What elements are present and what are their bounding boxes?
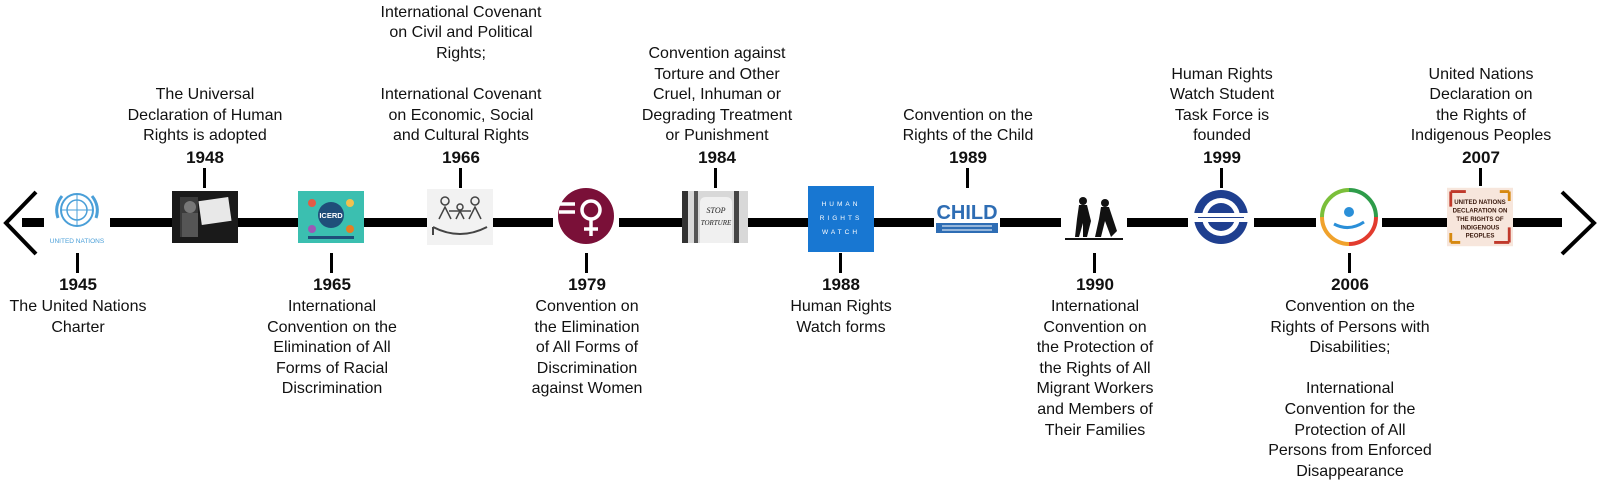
svg-text:UNITED NATIONS: UNITED NATIONS — [50, 238, 105, 245]
event-description: International Convention on the Eliminat… — [267, 298, 397, 398]
svg-text:STOP: STOP — [707, 206, 726, 215]
event-description: The United Nations Charter — [9, 298, 147, 336]
arrow-left-icon — [0, 188, 44, 258]
event-1966: International Covenant on Civil and Poli… — [361, 3, 561, 168]
event-description: Convention on the Elimination of All For… — [531, 298, 643, 398]
tick-1989 — [966, 168, 969, 190]
photo-woman-reading-icon — [172, 188, 238, 246]
event-year: 1984 — [698, 148, 736, 167]
event-2007: United Nations Declaration on the Rights… — [1381, 65, 1581, 168]
event-year: 1948 — [186, 148, 224, 167]
event-description: International Convention on the Protecti… — [1036, 298, 1154, 439]
icerd-logo-icon: ICERD — [298, 188, 364, 246]
family-in-hand-icon — [427, 188, 493, 246]
tick-1988 — [839, 253, 842, 273]
tick-1966 — [459, 168, 462, 190]
arrow-right-icon — [1556, 188, 1600, 258]
undrip-logo-icon: UNITED NATIONS DECLARATION ON THE RIGHTS… — [1447, 186, 1513, 248]
svg-text:TORTURE: TORTURE — [701, 219, 732, 227]
event-description: Convention on the Rights of Persons with… — [1268, 298, 1432, 480]
svg-text:THE RIGHTS OF: THE RIGHTS OF — [1456, 216, 1503, 223]
event-description: Convention on the Rights of the Child — [902, 106, 1034, 145]
tick-1965 — [330, 253, 333, 273]
hrw-student-task-force-badge-icon — [1188, 188, 1254, 246]
event-year: 1990 — [1076, 275, 1114, 294]
svg-text:INDIGENOUS: INDIGENOUS — [1461, 224, 1500, 231]
timeline-axis — [22, 218, 1562, 227]
event-1984: Convention against Torture and Other Cru… — [617, 44, 817, 168]
event-year: 2006 — [1331, 275, 1369, 294]
svg-text:PEOPLES: PEOPLES — [1466, 233, 1495, 240]
event-1979: 1979 Convention on the Elimination of Al… — [487, 275, 687, 400]
tick-1984 — [714, 168, 717, 190]
tick-1945 — [76, 253, 79, 273]
svg-text:HUMAN: HUMAN — [822, 201, 861, 208]
event-1999: Human Rights Watch Student Task Force is… — [1122, 65, 1322, 168]
stop-torture-hand-icon: STOP TORTURE — [682, 188, 748, 246]
svg-text:CHILD: CHILD — [936, 202, 997, 224]
hrw-logo-icon: HUMAN RIGHTS WATCH — [808, 186, 874, 252]
event-1989: Convention on the Rights of the Child 19… — [868, 106, 1068, 168]
event-year: 1989 — [949, 148, 987, 167]
crc-child-logo-icon: CHILD — [934, 188, 1000, 246]
tick-1990 — [1093, 253, 1096, 273]
event-description: International Covenant on Civil and Poli… — [380, 3, 542, 145]
event-year: 1965 — [313, 275, 351, 294]
event-1965: 1965 International Convention on the Eli… — [232, 275, 432, 400]
event-year: 1966 — [442, 148, 480, 167]
event-year: 1999 — [1203, 148, 1241, 167]
svg-text:WATCH: WATCH — [822, 229, 860, 236]
tick-2006 — [1348, 253, 1351, 273]
tick-1948 — [203, 168, 206, 190]
event-year: 1979 — [568, 275, 606, 294]
tick-1979 — [585, 253, 588, 273]
event-1945: 1945 The United Nations Charter — [0, 275, 178, 338]
event-1990: 1990 International Convention on the Pro… — [995, 275, 1195, 441]
migrant-workers-icon — [1061, 188, 1127, 246]
svg-text:ICERD: ICERD — [319, 211, 343, 220]
event-description: United Nations Declaration on the Rights… — [1410, 65, 1552, 145]
event-1948: The Universal Declaration of Human Right… — [105, 85, 305, 168]
tick-1999 — [1220, 168, 1223, 190]
tick-2007 — [1479, 168, 1482, 190]
event-1988: 1988 Human Rights Watch forms — [741, 275, 941, 338]
un-emblem-icon: UNITED NATIONS — [44, 188, 110, 246]
svg-text:UNITED NATIONS: UNITED NATIONS — [1454, 199, 1505, 206]
event-description: Human Rights Watch forms — [790, 298, 892, 336]
svg-text:RIGHTS: RIGHTS — [820, 215, 863, 222]
event-description: Convention against Torture and Other Cru… — [641, 45, 793, 145]
event-description: The Universal Declaration of Human Right… — [127, 86, 283, 145]
event-description: Human Rights Watch Student Task Force is… — [1169, 65, 1275, 145]
event-year: 1945 — [59, 275, 97, 294]
svg-text:DECLARATION ON: DECLARATION ON — [1453, 207, 1508, 214]
event-year: 2007 — [1462, 148, 1500, 167]
event-year: 1988 — [822, 275, 860, 294]
disability-convention-logo-icon — [1316, 186, 1382, 248]
event-2006: 2006 Convention on the Rights of Persons… — [1250, 275, 1450, 482]
female-equality-symbol-icon — [553, 188, 619, 246]
